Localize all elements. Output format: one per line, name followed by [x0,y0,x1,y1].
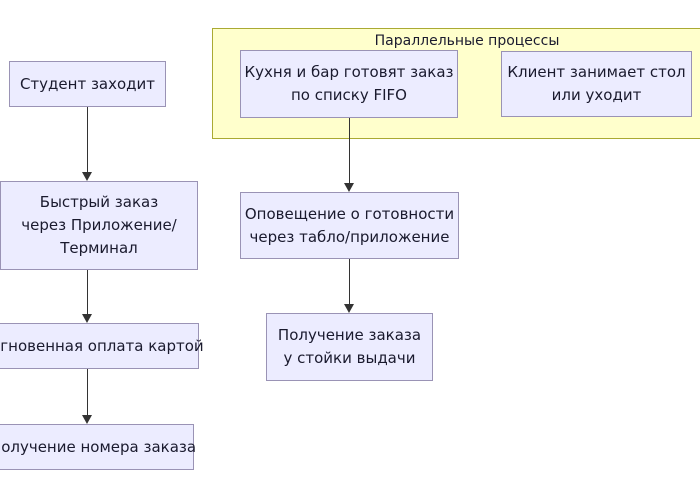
arrow-head-quick-order-to-payment [82,314,92,323]
node-instant-payment: Мгновенная оплата картой [0,323,204,369]
node-label: Клиент занимает стол [507,63,686,81]
node-label: Оповещение о готовности [244,204,455,223]
node-pickup-order: Получение заказа у стойки выдачи [266,313,433,381]
node-label: Студент заходит [19,74,156,93]
node-label: Получение заказа [277,326,422,344]
node-kitchen-prepares: Кухня и бар готовят заказ по списку FIFO [240,50,458,118]
arrow-head-student-to-quick-order [82,172,92,181]
node-student-enters: Студент заходит [9,61,166,107]
node-label: по списку FIFO [291,86,407,104]
node-label: Кухня и бар готовят заказ [244,63,454,81]
node-ready-notification: Оповещение о готовности через табло/прил… [240,192,459,259]
arrow-line-student-to-quick-order [87,107,88,173]
arrow-head-kitchen-to-notification [344,183,354,192]
parallel-processes-title: Параллельные процессы [374,33,560,49]
node-label: Мгновенная оплата картой [0,336,204,355]
node-get-order-number: Получение номера заказа [0,424,197,470]
node-client-takes-table: Клиент занимает стол или уходит [501,51,692,117]
node-label: Быстрый заказ [39,193,159,211]
node-label: через табло/приложение [249,227,450,246]
node-label: Получение номера заказа [0,437,197,456]
arrow-line-kitchen-to-notification [349,118,350,184]
arrow-head-payment-to-order-number [82,415,92,424]
arrow-line-quick-order-to-payment [87,270,88,315]
node-label: у стойки выдачи [283,349,416,367]
node-label: Терминал [60,239,138,257]
node-label: через Приложение/ [21,216,177,234]
arrow-line-notification-to-pickup [349,259,350,305]
arrow-line-payment-to-order-number [87,369,88,416]
arrow-head-notification-to-pickup [344,304,354,313]
node-label: или уходит [551,86,642,104]
node-quick-order: Быстрый заказ через Приложение/ Терминал [0,181,198,270]
